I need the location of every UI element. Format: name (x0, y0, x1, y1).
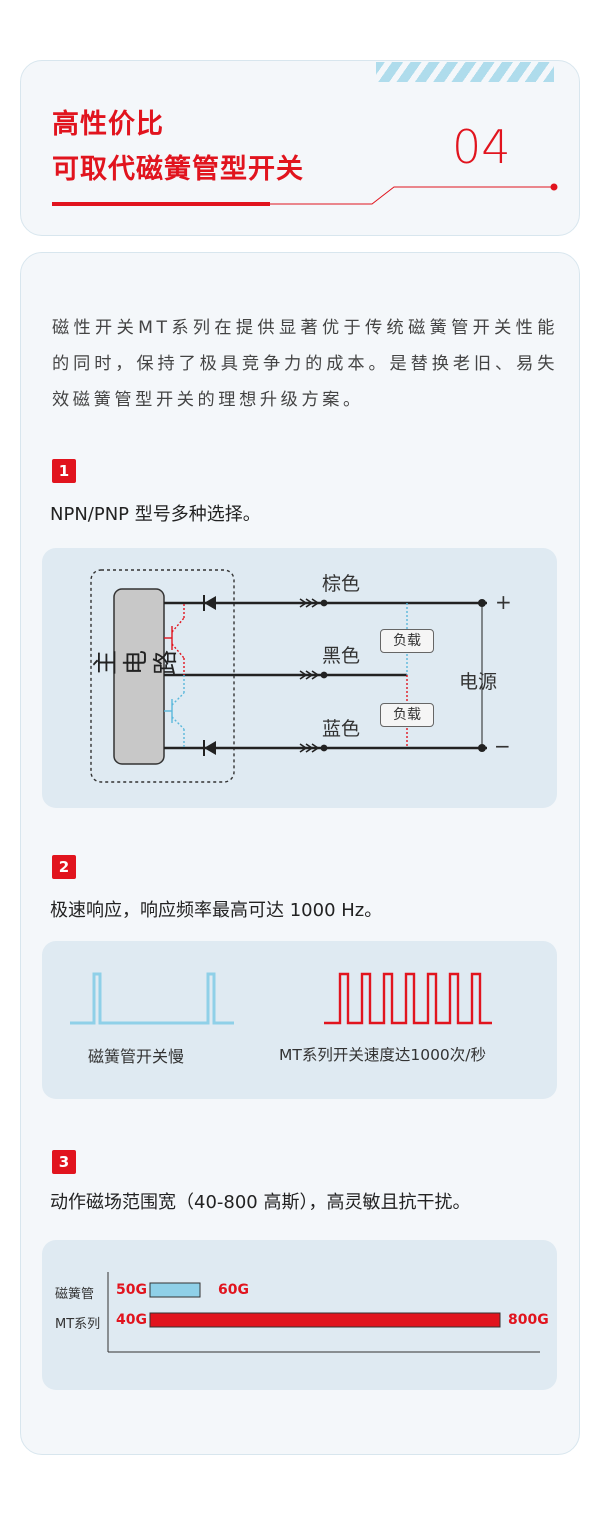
range-max-label: 800G (508, 1312, 549, 1328)
black-wire-label: 黑色 (322, 645, 361, 667)
waveform-comparison (70, 972, 492, 1025)
wiring-diagram (90, 569, 487, 783)
mt-caption: MT系列开关速度达1000次/秒 (279, 1046, 487, 1064)
range-bar (149, 1312, 501, 1328)
feature-text: NPN/PNP 型号多种选择。 (50, 504, 261, 525)
range-max-label: 60G (218, 1282, 249, 1298)
header-title-line1: 高性价比 (52, 109, 164, 140)
reed-waveform (70, 972, 234, 1025)
range-min-label: 50G (116, 1282, 147, 1298)
npn-transistor-icon (164, 675, 185, 748)
blue-wire-label: 蓝色 (322, 718, 361, 740)
category-label: MT系列 (55, 1317, 101, 1332)
feature-number-badge: 2 (52, 855, 76, 879)
pnp-transistor-icon (164, 603, 185, 675)
range-min-label: 40G (116, 1312, 147, 1328)
reed-caption: 磁簧管开关慢 (88, 1047, 185, 1066)
minus-sign: − (494, 734, 511, 758)
feature-text: 极速响应，响应频率最高可达 1000 Hz。 (50, 900, 383, 921)
plus-sign: + (495, 590, 512, 614)
load-box: 负载 (380, 629, 434, 653)
diode-icon (204, 596, 216, 610)
section-number: 04 (452, 120, 511, 174)
power-label: 电源 (459, 671, 498, 693)
range-chart (107, 1272, 540, 1353)
header-title-line2: 可取代磁簧管型开关 (52, 154, 304, 185)
header-rule-dot (550, 183, 558, 191)
brown-wire-label: 棕色 (322, 573, 361, 595)
feature-text: 动作磁场范围宽（40-800 高斯），高灵敏且抗干扰。 (50, 1192, 471, 1213)
header-decor (52, 183, 558, 206)
connector-icon (299, 598, 320, 753)
load-box: 负载 (380, 703, 434, 727)
range-bar (149, 1282, 201, 1298)
feature-number-badge: 3 (52, 1150, 76, 1174)
category-label: 磁簧管 (55, 1287, 95, 1302)
header-rule (270, 186, 554, 205)
feature-number-badge: 1 (52, 459, 76, 483)
diode-icon (204, 741, 216, 755)
main-circuit-label: 主电路 (91, 649, 180, 675)
header-card (20, 60, 580, 236)
main-circuit-block (113, 588, 165, 765)
mt-waveform (324, 972, 492, 1025)
intro-paragraph: 磁性开关MT系列在提供显著优于传统磁簧管开关性能的同时，保持了极具竞争力的成本。… (52, 318, 558, 410)
decorative-stripes (376, 62, 554, 82)
